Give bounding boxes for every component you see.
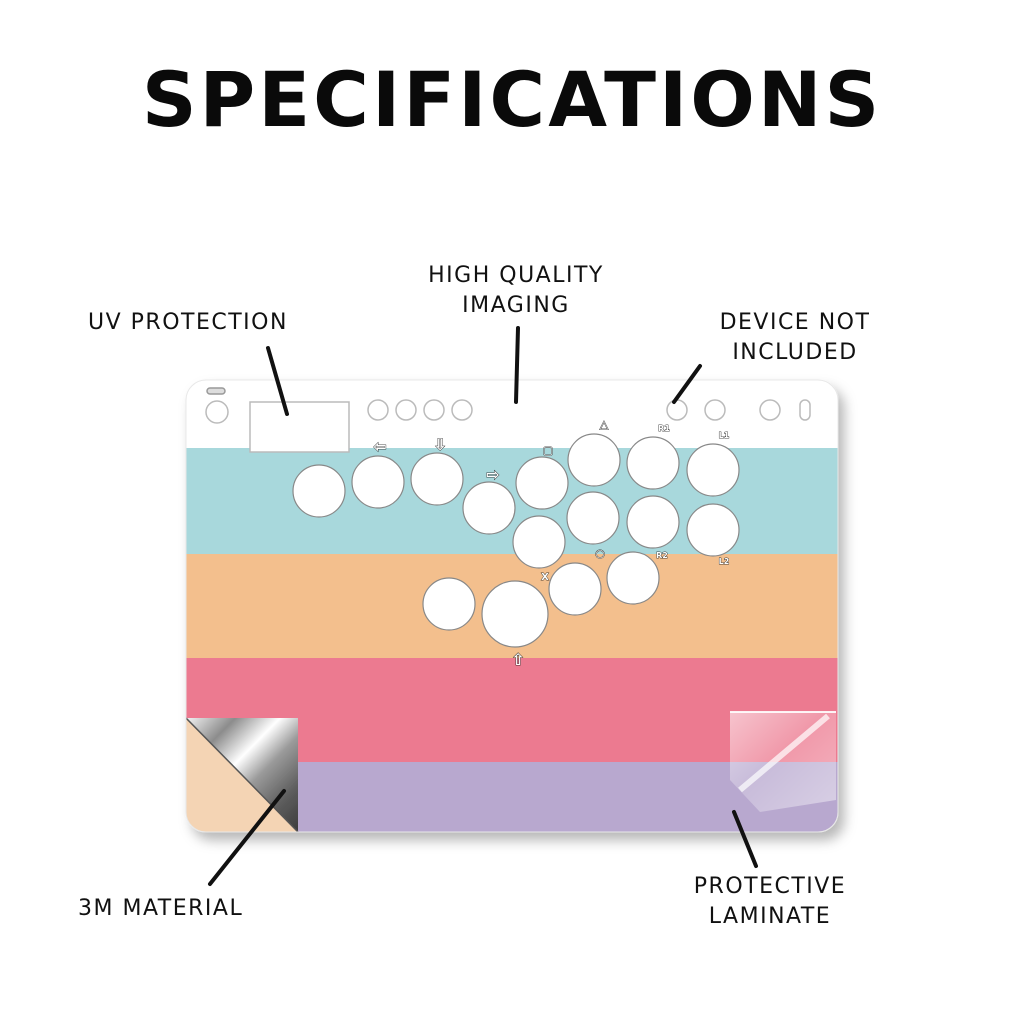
hole-r2	[626, 495, 680, 549]
legend-l1: L1	[719, 431, 730, 440]
page-title: SPECIFICATIONS	[141, 55, 883, 144]
hole-circle	[566, 491, 620, 545]
material-pointer	[208, 789, 286, 886]
device-pointer	[672, 364, 702, 404]
hole-triangle	[567, 433, 621, 487]
hole-right	[462, 481, 516, 535]
hole-left	[351, 455, 405, 509]
legend-l2: L2	[719, 557, 730, 566]
hole-l1	[686, 443, 740, 497]
3m-material-label: 3M MATERIAL	[78, 896, 244, 921]
hole-cross-upper	[512, 515, 566, 569]
legend-cross: X	[541, 572, 549, 583]
hole-1	[292, 464, 346, 518]
legend-r1: R1	[658, 424, 670, 433]
legend-right: ⇨	[486, 465, 499, 484]
legend-left: ⇦	[373, 437, 386, 456]
high-quality-imaging-label: HIGH QUALITY IMAGING	[428, 263, 604, 318]
uv-protection-label: UV PROTECTION	[88, 310, 288, 335]
legend-r2: R2	[656, 551, 668, 560]
protective-laminate-label: PROTECTIVE LAMINATE	[693, 874, 847, 929]
laminate-film	[730, 712, 836, 812]
uv-protection-pointer	[266, 346, 289, 416]
hole-down	[410, 452, 464, 506]
device-not-included-label: DEVICE NOT INCLUDED	[719, 310, 871, 365]
hole-lower-left	[422, 577, 476, 631]
hole-up	[481, 580, 549, 648]
legend-down: ⇩	[433, 435, 446, 454]
legend-up: ⇧	[511, 650, 524, 669]
legend-circle: ○	[595, 547, 605, 560]
hole-r1	[626, 436, 680, 490]
imaging-pointer	[514, 326, 520, 404]
hole-lower-right	[606, 551, 660, 605]
legend-square: ▢	[543, 444, 553, 457]
hole-square	[515, 456, 569, 510]
hole-l2	[686, 503, 740, 557]
legend-triangle: △	[600, 418, 609, 431]
laminate-pointer	[732, 810, 758, 868]
button-holes	[292, 433, 740, 648]
top-cutouts	[205, 387, 811, 453]
hole-cross	[548, 562, 602, 616]
